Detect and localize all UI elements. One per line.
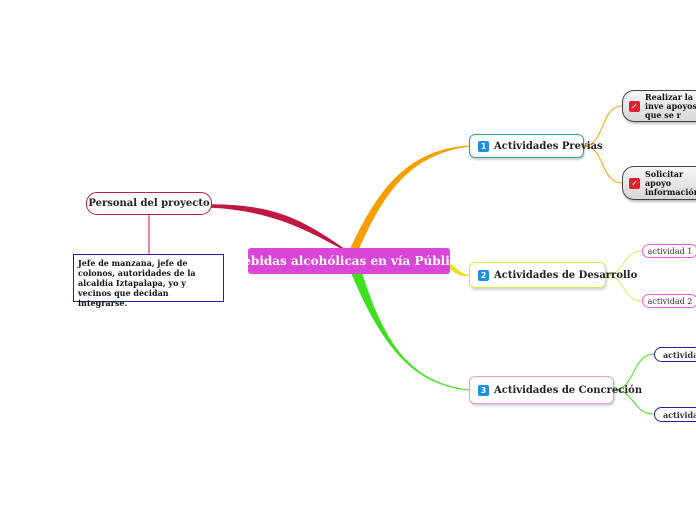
personal-note[interactable]: Jefe de manzana, jefe de colonos, autori… bbox=[73, 254, 224, 308]
task-label: Realizar la inve apoyos que se r bbox=[645, 91, 696, 120]
task-solicitar-apoyo[interactable]: ✓ Solicitar apoyo información bbox=[622, 166, 696, 200]
central-topic[interactable]: Bebidas alcohólicas en vía Pública bbox=[233, 248, 465, 274]
link-previas-task-1 bbox=[583, 105, 623, 147]
branch-actividades-desarrollo[interactable]: 2 Actividades de Desarrollo bbox=[469, 262, 637, 288]
desarrollo-actividad-2[interactable]: actividad 2 bbox=[642, 294, 696, 308]
task-label: Solicitar apoyo información bbox=[645, 168, 696, 197]
activity-label: actividad bbox=[663, 349, 696, 360]
link-concrecion-act-2 bbox=[613, 389, 655, 415]
activity-label: actividad 2 bbox=[647, 296, 693, 306]
link-concrecion-act-1 bbox=[613, 353, 655, 391]
branch-actividades-concrecion[interactable]: 3 Actividades de Concreción bbox=[469, 376, 642, 404]
number-badge-icon: 3 bbox=[478, 384, 489, 396]
number-badge-icon: 2 bbox=[478, 269, 489, 281]
branch-label: Actividades de Desarrollo bbox=[494, 269, 638, 281]
task-realizar-investigacion[interactable]: ✓ Realizar la inve apoyos que se r bbox=[622, 90, 696, 122]
link-desarrollo-act-1 bbox=[605, 250, 643, 276]
link-central-previas bbox=[349, 145, 470, 251]
link-previas-task-2 bbox=[583, 145, 623, 184]
link-central-concrecion bbox=[351, 273, 470, 391]
desarrollo-actividad-1[interactable]: actividad 1 bbox=[642, 244, 696, 258]
link-desarrollo-act-2 bbox=[605, 274, 643, 302]
branch-label: Personal del proyecto bbox=[88, 198, 210, 209]
branch-label: Actividades Previas bbox=[494, 140, 603, 152]
check-icon: ✓ bbox=[629, 177, 640, 189]
link-central-personal bbox=[211, 204, 346, 251]
number-badge-icon: 1 bbox=[478, 140, 489, 152]
central-topic-label: Bebidas alcohólicas en vía Pública bbox=[233, 254, 465, 268]
branch-personal-del-proyecto[interactable]: Personal del proyecto bbox=[86, 192, 212, 215]
check-icon: ✓ bbox=[629, 100, 640, 112]
link-central-desarrollo bbox=[449, 262, 470, 277]
branch-actividades-previas[interactable]: 1 Actividades Previas bbox=[469, 134, 603, 158]
note-text: Jefe de manzana, jefe de colonos, autori… bbox=[78, 258, 196, 308]
branch-label: Actividades de Concreción bbox=[494, 384, 643, 396]
concrecion-actividad-2[interactable]: actividad bbox=[654, 407, 696, 422]
activity-label: actividad bbox=[663, 409, 696, 420]
concrecion-actividad-1[interactable]: actividad bbox=[654, 347, 696, 362]
activity-label: actividad 1 bbox=[647, 246, 693, 256]
